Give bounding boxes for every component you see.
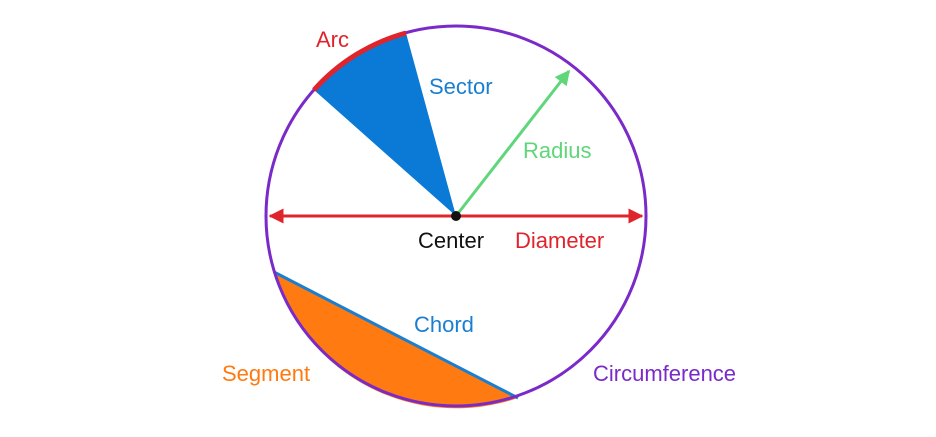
arc-label: Arc (316, 27, 349, 52)
chord-line (273, 270, 519, 400)
segment-region (274, 272, 518, 409)
sector-region (314, 33, 456, 216)
segment-label: Segment (222, 361, 311, 386)
circumference-circle (264, 24, 648, 408)
center-dot (451, 211, 461, 221)
radius-label: Radius (523, 138, 592, 163)
circumference-label: Circumference (593, 361, 737, 386)
sector-label: Sector (429, 74, 493, 99)
chord-label: Chord (414, 312, 474, 337)
center-label: Center (418, 228, 485, 253)
radius-arrow (454, 69, 571, 217)
arc-highlight (312, 30, 407, 92)
diameter-label: Diameter (515, 228, 605, 253)
